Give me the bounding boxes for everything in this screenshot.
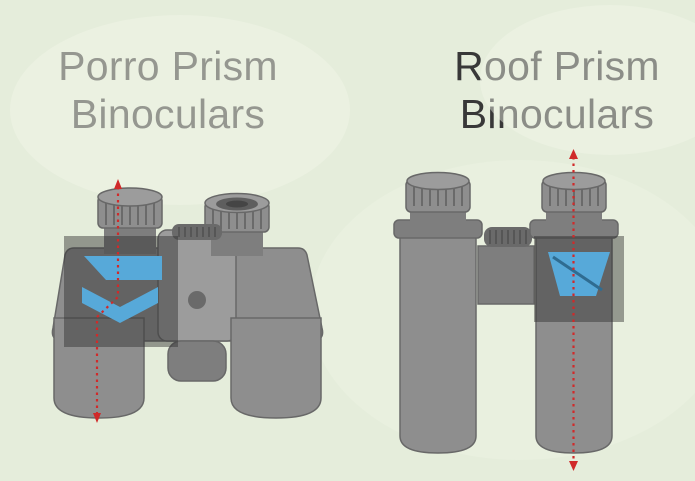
- roof-prism-edge-line: [552, 255, 603, 292]
- porro-left-eyepiece-ridges: [105, 199, 155, 225]
- background-blob: [480, 5, 695, 155]
- porro-light-path-line: [95, 187, 120, 415]
- roof-left-eyepiece-ridges: [413, 184, 463, 206]
- roof-light-path-arrow-up-icon: [569, 149, 578, 159]
- porro-bottom-hinge: [167, 340, 227, 382]
- roof-left-eyepiece: [405, 171, 471, 230]
- porro-prism-lower: [82, 287, 158, 323]
- porro-focus-wheel-ridges: [178, 227, 216, 237]
- background-blob: [10, 15, 350, 205]
- roof-binoculars-illustration: [393, 149, 624, 471]
- roof-title-line1: Roof Prism: [454, 43, 660, 89]
- porro-hinge-screw: [188, 291, 206, 309]
- roof-right-eyepiece-top: [542, 171, 606, 191]
- porro-focus-wheel: [172, 224, 222, 240]
- roof-light-path: [569, 149, 578, 471]
- porro-right-eyepiece-lens-inner: [226, 200, 248, 208]
- porro-binoculars-illustration: [51, 179, 324, 423]
- roof-bridge-plate: [477, 245, 535, 305]
- background-blob: [310, 160, 695, 460]
- porro-right-eyepiece-ridges: [212, 205, 262, 229]
- porro-light-path-arrow-down-icon: [93, 413, 101, 423]
- porro-light-path-arrow-up-icon: [114, 179, 122, 189]
- porro-prism-icon: [82, 256, 162, 323]
- roof-bridge: [477, 227, 535, 305]
- roof-title-line2: Binoculars: [459, 91, 655, 137]
- porro-left-eyepiece: [97, 187, 163, 254]
- porro-prism-overlay: [64, 236, 178, 347]
- roof-light-path-arrow-down-icon: [569, 461, 578, 471]
- roof-title: Roof Prism Binoculars: [407, 42, 695, 138]
- roof-left-barrel: [399, 235, 477, 454]
- porro-overlay-square: [64, 236, 178, 347]
- porro-prism-upper: [84, 256, 162, 280]
- roof-prism-overlay: [534, 236, 624, 322]
- porro-right-objective-barrel: [230, 317, 322, 419]
- roof-right-eyepiece: [541, 171, 607, 230]
- roof-focus-wheel-ridges: [489, 230, 527, 244]
- roof-right-eyepiece-ridges: [549, 184, 599, 206]
- porro-light-path: [93, 179, 122, 423]
- roof-prism-icon: [548, 252, 610, 296]
- porro-left-objective-barrel: [53, 317, 145, 419]
- porro-left-eyepiece-top: [97, 187, 163, 207]
- roof-left-eyepiece-top: [406, 171, 470, 191]
